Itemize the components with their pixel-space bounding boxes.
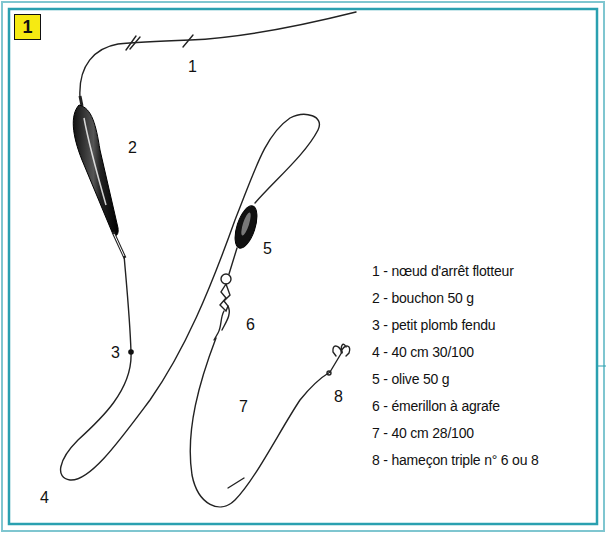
snap-clip: [214, 306, 229, 340]
legend-entry: 7 - 40 cm 28/100: [372, 425, 474, 441]
float-tip: [80, 96, 82, 106]
float-stem-highlight: [114, 234, 124, 256]
legend-entry: 4 - 40 cm 30/100: [372, 344, 474, 360]
treble-hook: [341, 346, 350, 356]
swivel-ring: [221, 274, 231, 284]
legend-entry: 2 - bouchon 50 g: [372, 290, 474, 306]
inner-frame: [9, 9, 597, 524]
stop-knot: [130, 37, 140, 49]
main-line: [80, 12, 356, 98]
hook-eye: [327, 371, 331, 375]
callout-number: 1: [188, 58, 197, 76]
legend-entry: 8 - hameçon triple n° 6 ou 8: [372, 452, 539, 468]
split-shot: [128, 349, 134, 355]
callout-number: 8: [334, 388, 343, 406]
frame-tick: [597, 366, 606, 367]
callout-number: 6: [246, 316, 255, 334]
legend-entry: 5 - olive 50 g: [372, 371, 449, 387]
callout-number: 3: [111, 344, 120, 362]
legend-entry: 6 - émerillon à agrafe: [372, 398, 500, 414]
callout-number: 4: [40, 489, 49, 507]
olive-body: [231, 203, 262, 250]
olive: [231, 203, 262, 250]
callout-number: 5: [263, 240, 272, 258]
float: [73, 96, 125, 258]
legend-entry: 1 - nœud d'arrêt flotteur: [372, 263, 514, 279]
figure-badge: 1: [14, 14, 41, 40]
figure-number: 1: [19, 17, 36, 37]
olive-line: [229, 248, 237, 274]
treble-hook: [341, 344, 346, 353]
olive-highlight: [239, 212, 252, 237]
line-28-100: [190, 338, 330, 507]
callout-number: 2: [128, 139, 137, 157]
stop-knot: [183, 35, 193, 47]
knot-mark: [228, 478, 244, 488]
float-body: [73, 105, 118, 235]
callout-number: 7: [239, 398, 248, 416]
float-highlight: [84, 118, 106, 205]
legend-entry: 3 - petit plomb fendu: [372, 317, 495, 333]
float-stem: [113, 232, 125, 258]
